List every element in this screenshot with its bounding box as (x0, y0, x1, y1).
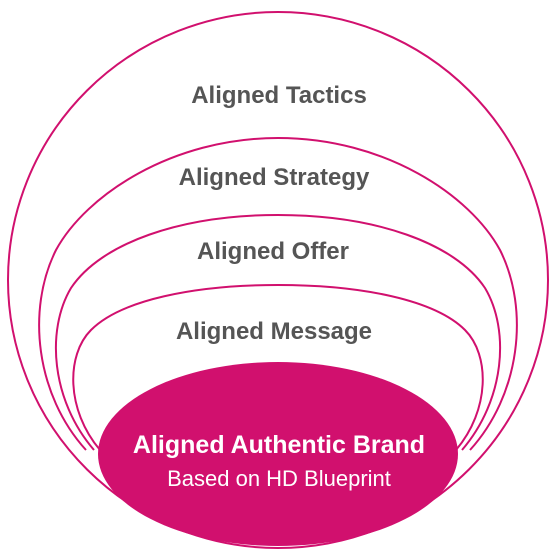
layer-label-message: Aligned Message (176, 318, 372, 345)
ring-message (72, 283, 484, 451)
ring-tactics (7, 11, 549, 549)
layer-label-tactics: Aligned Tactics (191, 82, 367, 109)
core-title: Aligned Authentic Brand (133, 431, 425, 459)
layer-label-strategy: Aligned Strategy (179, 164, 370, 191)
layer-label-offer: Aligned Offer (197, 238, 349, 265)
core-subtitle: Based on HD Blueprint (167, 466, 391, 491)
core-ellipse (98, 362, 458, 546)
ring-strategy (38, 136, 518, 451)
ring-offer (55, 213, 501, 451)
